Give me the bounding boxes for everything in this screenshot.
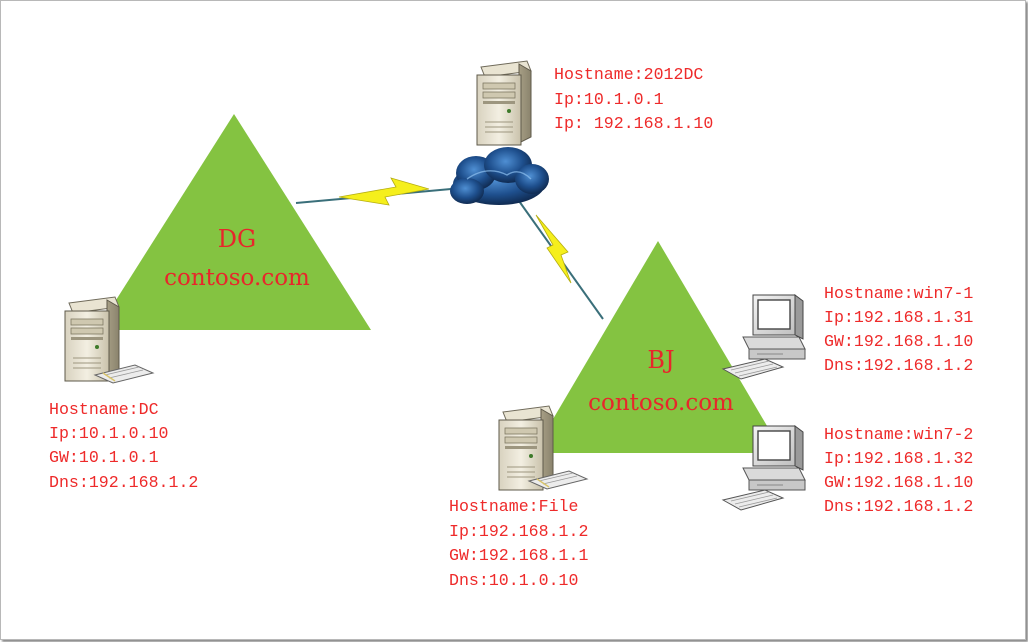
dc-info: Hostname:DC Ip:10.1.0.10 GW:10.1.0.1 Dns… bbox=[49, 400, 198, 492]
file-info: Hostname:File Ip:192.168.1.2 GW:192.168.… bbox=[449, 497, 588, 590]
win7-2-gw: GW:192.168.1.10 bbox=[824, 473, 973, 492]
site-bj-triangle bbox=[533, 241, 783, 453]
file-hostname: Hostname:File bbox=[449, 497, 578, 516]
site-dg-triangle bbox=[97, 114, 371, 330]
lightning-link-icon bbox=[518, 200, 604, 320]
win7-1-gw: GW:192.168.1.10 bbox=[824, 332, 973, 351]
site-bj-domain: contoso.com bbox=[588, 390, 734, 416]
server-tower-icon bbox=[64, 296, 120, 382]
desktop-computer-icon bbox=[722, 294, 806, 380]
site-dg-name: DG bbox=[218, 225, 256, 253]
win7-1-dns: Dns:192.168.1.2 bbox=[824, 356, 973, 375]
dc-hostname: Hostname:DC bbox=[49, 400, 159, 419]
win7-1-ip: Ip:192.168.1.31 bbox=[824, 308, 973, 327]
win7-1-hostname: Hostname:win7-1 bbox=[824, 284, 973, 303]
dc-dns: Dns:192.168.1.2 bbox=[49, 473, 198, 492]
win7-1-info: Hostname:win7-1 Ip:192.168.1.31 GW:192.1… bbox=[824, 284, 973, 375]
file-ip: Ip:192.168.1.2 bbox=[449, 522, 588, 541]
dc-ip: Ip:10.1.0.10 bbox=[49, 424, 169, 443]
win7-2-ip: Ip:192.168.1.32 bbox=[824, 449, 973, 468]
router-info: Hostname:2012DC Ip:10.1.0.1 Ip: 192.168.… bbox=[554, 65, 713, 133]
cloud-network-icon bbox=[450, 147, 549, 205]
file-gw: GW:192.168.1.1 bbox=[449, 546, 588, 565]
win7-2-info: Hostname:win7-2 Ip:192.168.1.32 GW:192.1… bbox=[824, 425, 973, 516]
dc-gw: GW:10.1.0.1 bbox=[49, 448, 159, 467]
file-dns: Dns:10.1.0.10 bbox=[449, 571, 578, 590]
router-ip-2: Ip: 192.168.1.10 bbox=[554, 114, 713, 133]
site-bj-name: BJ bbox=[647, 346, 674, 374]
win7-2-hostname: Hostname:win7-2 bbox=[824, 425, 973, 444]
router-hostname: Hostname:2012DC bbox=[554, 65, 703, 84]
site-dg-domain: contoso.com bbox=[164, 265, 310, 291]
server-tower-icon bbox=[476, 60, 532, 146]
win7-2-dns: Dns:192.168.1.2 bbox=[824, 497, 973, 516]
router-ip-1: Ip:10.1.0.1 bbox=[554, 90, 664, 109]
lightning-link-icon bbox=[295, 177, 452, 206]
